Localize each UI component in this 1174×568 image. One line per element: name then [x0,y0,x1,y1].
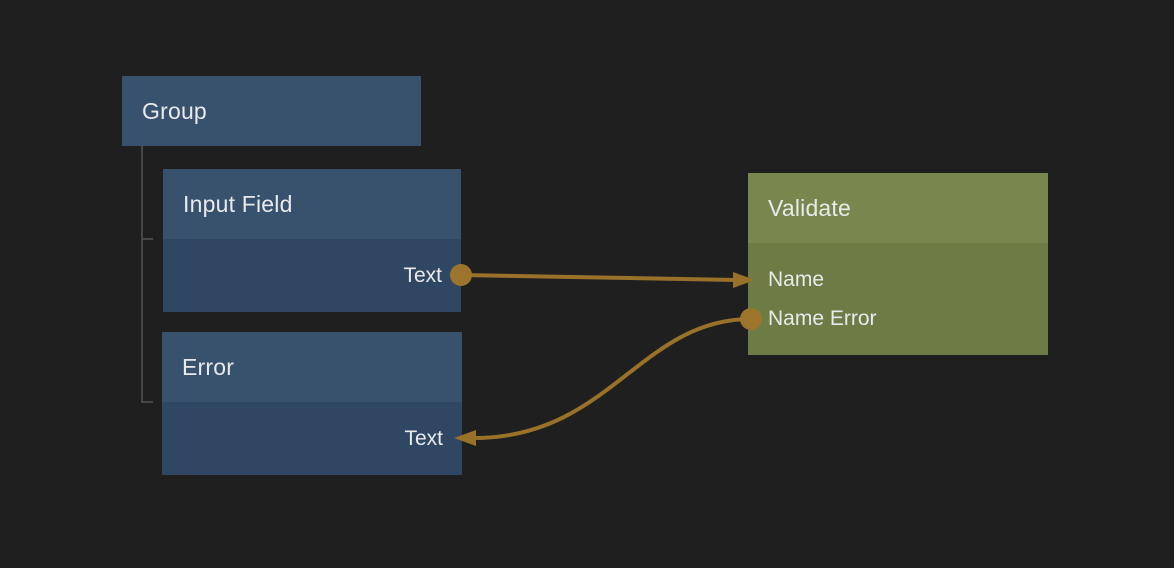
node-input-field-body: Text [163,239,461,312]
node-error-body: Text [162,402,462,475]
wire-validate-name-error-to-error-text[interactable] [473,317,752,440]
node-input-field-header[interactable]: Input Field [163,169,461,239]
port-row-validate-name[interactable]: Name [748,260,1048,299]
node-input-field-title: Input Field [183,190,293,217]
node-input-field[interactable]: Input Field Text [163,169,461,312]
node-error[interactable]: Error Text [162,332,462,475]
port-row-validate-name-error[interactable]: Name Error [748,299,1048,338]
node-group-header[interactable]: Group [122,76,421,146]
port-row-error-text[interactable]: Text [162,419,462,458]
wire-input-field-text-to-validate-name[interactable] [460,273,737,282]
port-row-input-field-text[interactable]: Text [163,256,461,295]
node-error-title: Error [182,353,235,380]
port-label-name-error: Name Error [768,306,877,330]
port-label-text: Text [404,426,443,450]
node-group-title: Group [142,97,207,124]
port-label-text: Text [403,263,442,287]
node-validate[interactable]: Validate Name Name Error [748,173,1048,355]
node-error-header[interactable]: Error [162,332,462,402]
node-validate-header[interactable]: Validate [748,173,1048,243]
node-validate-body: Name Name Error [748,243,1048,355]
node-validate-title: Validate [768,194,852,221]
port-label-name: Name [768,267,825,291]
group-hierarchy-tree-line [141,146,153,403]
node-group[interactable]: Group [122,76,421,146]
